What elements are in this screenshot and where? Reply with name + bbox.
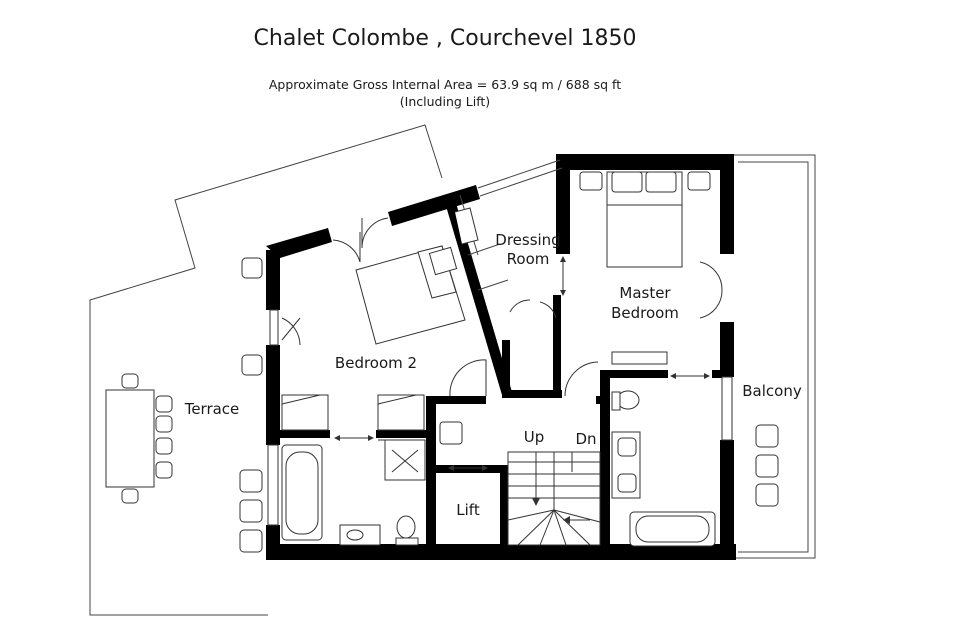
doors [281,217,723,397]
staircase [507,451,601,546]
bedroom2-bed [355,245,466,345]
dressing-cupboards [454,207,479,245]
area-caption: Approximate Gross Internal Area = 63.9 s… [0,76,890,110]
area-line-2: (Including Lift) [399,94,491,109]
label-stairs-up: Up [524,428,545,446]
label-bedroom2: Bedroom 2 [335,354,417,372]
label-terrace: Terrace [184,400,240,418]
terrace-furniture [105,257,263,553]
label-balcony: Balcony [742,382,802,400]
bedroom2-wardrobes [281,394,425,431]
label-master-line1: Master [619,284,671,302]
master-ensuite-fixtures [611,390,716,547]
label-dressing-line2: Room [507,250,550,268]
area-line-1: Approximate Gross Internal Area = 63.9 s… [268,77,622,92]
windows [267,309,733,526]
opening-arrows [334,256,710,471]
exterior-walls [266,154,736,560]
terrace-outline [89,124,443,616]
label-lift: Lift [456,501,480,519]
hall-fixtures [439,421,463,445]
label-dressing-line1: Dressing [495,231,560,249]
balcony-outline [733,154,816,559]
master-bed [579,171,711,365]
label-master-line2: Bedroom [611,304,679,322]
bathroom2-fixtures [281,439,426,546]
plan-title: Chalet Colombe , Courchevel 1850 [253,26,637,51]
balcony-furniture [755,424,779,507]
label-stairs-down: Dn [575,430,596,448]
interior-walls [280,193,728,548]
